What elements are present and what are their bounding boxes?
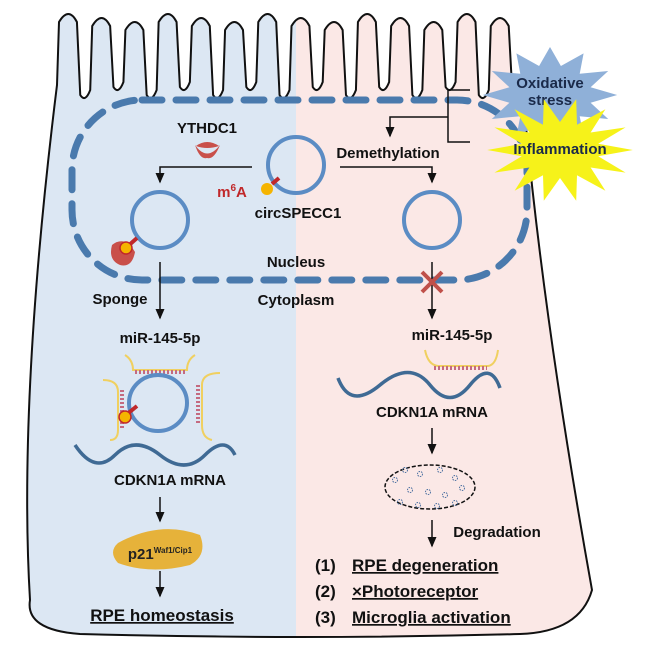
m6a-ball-icon [261, 183, 273, 195]
p21-label: p21Waf1/Cip1 [128, 546, 193, 563]
cdkn1a-mrna-strand-left [73, 443, 237, 467]
mrna-fragment [452, 475, 458, 481]
inflammation-star [487, 99, 633, 201]
mrna-fragment [442, 492, 448, 498]
mir-left-label: miR-145-5p [120, 330, 201, 347]
circspecc1-label: circSPECC1 [255, 205, 342, 222]
sponge-complex [73, 354, 237, 467]
mrna-fragment [417, 471, 423, 477]
degradation-body [384, 464, 476, 510]
mir-right-label: miR-145-5p [412, 327, 493, 344]
arrow-to-right-circ [340, 166, 437, 184]
nuclear-membrane [68, 96, 531, 284]
outcome-text: RPE degeneration [352, 556, 498, 575]
oxidative-stress-label: Oxidative [516, 75, 584, 92]
outcome-number: (2) [315, 582, 336, 601]
mrna-fragment [434, 503, 440, 509]
methylated-circ-circle [130, 190, 190, 250]
demethylation-label: Demethylation [336, 145, 439, 162]
outcome-text: ×Photoreceptor [352, 582, 478, 601]
mrna-fragments [392, 467, 465, 509]
demethylated-circ-circle [402, 190, 462, 250]
degradation-label: Degradation [453, 524, 541, 541]
p21-protein [113, 529, 203, 570]
outcome-text: Microglia activation [352, 608, 511, 627]
mrna-fragment [425, 489, 431, 495]
mrna-fragment [402, 467, 408, 473]
mrna-fragment [437, 467, 443, 473]
sponge-label: Sponge [93, 291, 148, 308]
m6a-label: m6A [217, 183, 247, 201]
cdkn1a-mrna-strand-right [336, 370, 502, 400]
mrna-fragment [452, 500, 458, 506]
ythdc1-label: YTHDC1 [177, 120, 237, 137]
m6a-stick [270, 176, 281, 186]
circspecc1-circle [266, 135, 326, 195]
mrna-fragment [397, 499, 403, 505]
ythdc1-protein [195, 142, 220, 159]
m6a-ball-icon [119, 241, 133, 255]
arrow-to-left-circ [155, 166, 252, 184]
inflammation-label: Inflammation [513, 141, 606, 158]
oxidative-stress-star [482, 47, 618, 143]
outcome-list: (1) RPE degeneration (2) ×Photoreceptor (3) M… [315, 556, 511, 627]
mrna-fragment [415, 502, 421, 508]
nucleus-label: Nucleus [267, 254, 325, 271]
mrna-fragment [459, 485, 465, 491]
mrna-fragment [392, 477, 398, 483]
cdkn1a-right-label: CDKN1A mRNA [376, 404, 488, 421]
blocked-x-icon [420, 270, 444, 294]
outcome-number: (3) [315, 608, 336, 627]
m6a-ball-icon [118, 410, 132, 424]
cytoplasm-label: Cytoplasm [258, 292, 335, 309]
mrna-fragment [407, 487, 413, 493]
cdkn1a-left-label: CDKN1A mRNA [114, 472, 226, 489]
outcome-number: (1) [315, 556, 336, 575]
rpe-homeostasis-label: RPE homeostasis [90, 606, 234, 625]
oxidative-stress-label-2: stress [528, 92, 572, 109]
